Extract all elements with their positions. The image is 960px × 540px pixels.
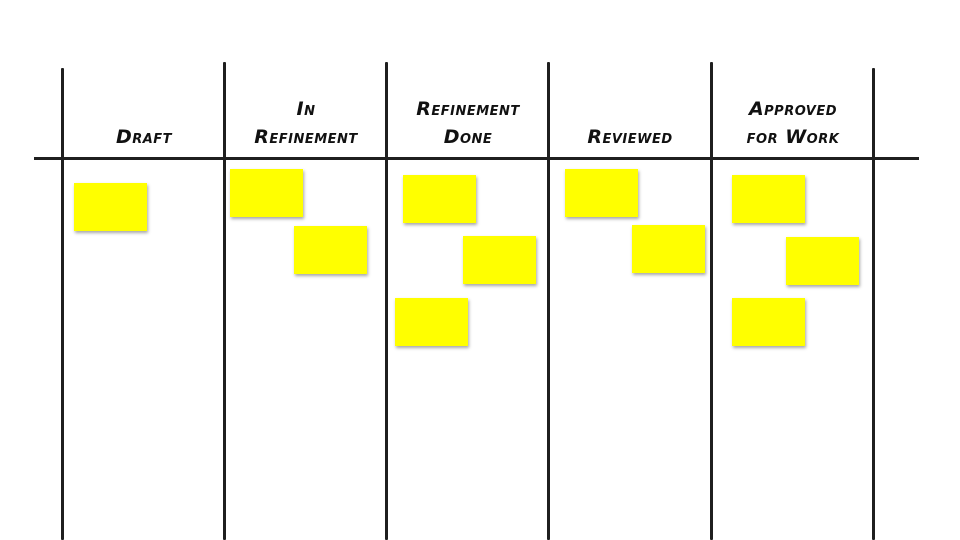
- sticky-note[interactable]: [732, 298, 805, 346]
- sticky-note[interactable]: [463, 236, 536, 284]
- sticky-note[interactable]: [786, 237, 859, 285]
- sticky-note[interactable]: [395, 298, 468, 346]
- column-header-in-refinement: In Refinement: [254, 98, 358, 148]
- sticky-note[interactable]: [294, 226, 367, 274]
- sticky-note[interactable]: [230, 169, 303, 217]
- column-divider: [710, 62, 713, 540]
- column-divider: [385, 62, 388, 540]
- sticky-note[interactable]: [74, 183, 147, 231]
- column-divider: [547, 62, 550, 540]
- sticky-note[interactable]: [565, 169, 638, 217]
- column-header-approved-for-work: Approved for Work: [746, 98, 840, 148]
- column-header-refinement-done: Refinement Done: [416, 98, 520, 148]
- sticky-note[interactable]: [732, 175, 805, 223]
- sticky-note[interactable]: [632, 225, 705, 273]
- column-divider: [872, 68, 875, 540]
- column-header-draft: Draft: [115, 126, 173, 148]
- column-divider: [223, 62, 226, 540]
- sticky-note[interactable]: [403, 175, 476, 223]
- column-divider: [61, 68, 64, 540]
- column-header-reviewed: Reviewed: [587, 126, 673, 148]
- header-divider: [34, 157, 919, 160]
